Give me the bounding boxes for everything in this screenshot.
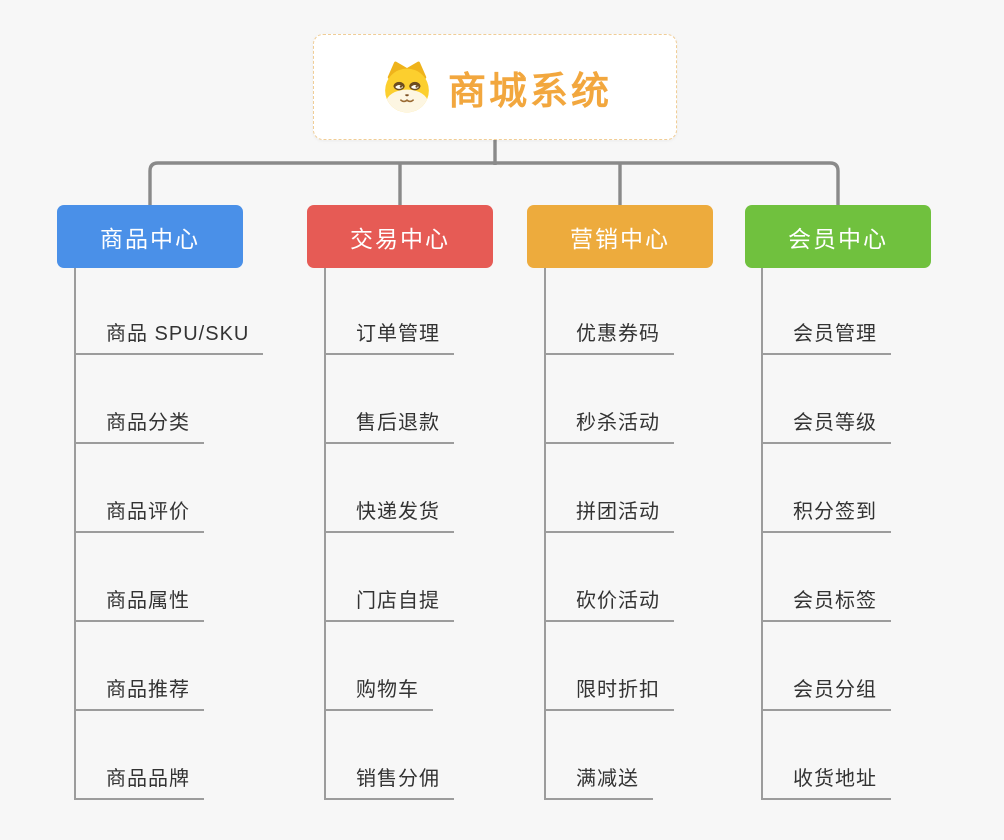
leaf-node[interactable]: 会员管理 — [763, 268, 891, 355]
leaf-node[interactable]: 满减送 — [546, 711, 653, 800]
leaf-label: 砍价活动 — [576, 590, 660, 612]
leaf-node[interactable]: 限时折扣 — [546, 622, 674, 711]
leaf-label: 商品 SPU/SKU — [106, 323, 250, 345]
leaf-label: 购物车 — [356, 679, 419, 701]
branch-children-member-center: 会员管理 会员等级 积分签到 会员标签 会员分组 收货地址 — [761, 268, 891, 800]
branch-label: 营销中心 — [570, 225, 670, 252]
branch-label: 会员中心 — [788, 225, 888, 252]
leaf-label: 收货地址 — [793, 768, 877, 790]
leaf-label: 商品品牌 — [106, 768, 190, 790]
leaf-node[interactable]: 商品品牌 — [76, 711, 204, 800]
leaf-node[interactable]: 商品推荐 — [76, 622, 204, 711]
leaf-node[interactable]: 售后退款 — [326, 355, 454, 444]
leaf-label: 会员分组 — [793, 679, 877, 701]
leaf-label: 会员等级 — [793, 412, 877, 434]
branch-children-marketing-center: 优惠券码 秒杀活动 拼团活动 砍价活动 限时折扣 满减送 — [544, 268, 674, 800]
root-title: 商城系统 — [447, 70, 612, 113]
leaf-label: 商品推荐 — [106, 679, 190, 701]
leaf-label: 会员标签 — [793, 590, 877, 612]
branch-children-trade-center: 订单管理 售后退款 快递发货 门店自提 购物车 销售分佣 — [324, 268, 454, 800]
branch-label: 交易中心 — [350, 225, 450, 252]
root-node[interactable]: 商城系统 — [313, 34, 677, 140]
leaf-node[interactable]: 快递发货 — [326, 444, 454, 533]
leaf-label: 门店自提 — [356, 590, 440, 612]
leaf-label: 优惠券码 — [576, 323, 660, 345]
branch-node-member-center[interactable]: 会员中心 — [745, 205, 931, 268]
leaf-label: 商品评价 — [106, 501, 190, 523]
leaf-label: 售后退款 — [356, 412, 440, 434]
leaf-node[interactable]: 优惠券码 — [546, 268, 674, 355]
leaf-label: 商品属性 — [106, 590, 190, 612]
leaf-node[interactable]: 商品分类 — [76, 355, 204, 444]
branch-children-product-center: 商品 SPU/SKU 商品分类 商品评价 商品属性 商品推荐 商品品牌 — [74, 268, 264, 800]
doge-face-icon — [385, 61, 429, 113]
leaf-label: 销售分佣 — [356, 768, 440, 790]
leaf-node[interactable]: 商品 SPU/SKU — [76, 268, 264, 355]
leaf-node[interactable]: 会员等级 — [763, 355, 891, 444]
leaf-node[interactable]: 购物车 — [326, 622, 433, 711]
leaf-node[interactable]: 订单管理 — [326, 268, 454, 355]
leaf-label: 秒杀活动 — [576, 412, 660, 434]
leaf-node[interactable]: 秒杀活动 — [546, 355, 674, 444]
leaf-node[interactable]: 会员分组 — [763, 622, 891, 711]
leaf-node[interactable]: 销售分佣 — [326, 711, 454, 800]
branch-node-trade-center[interactable]: 交易中心 — [307, 205, 493, 268]
branch-node-marketing-center[interactable]: 营销中心 — [527, 205, 713, 268]
branch-label: 商品中心 — [100, 225, 200, 252]
leaf-label: 限时折扣 — [576, 679, 660, 701]
leaf-node[interactable]: 积分签到 — [763, 444, 891, 533]
leaf-label: 拼团活动 — [576, 501, 660, 523]
leaf-node[interactable]: 商品评价 — [76, 444, 204, 533]
branch-node-product-center[interactable]: 商品中心 — [57, 205, 243, 268]
leaf-label: 会员管理 — [793, 323, 877, 345]
leaf-node[interactable]: 商品属性 — [76, 533, 204, 622]
leaf-node[interactable]: 拼团活动 — [546, 444, 674, 533]
leaf-label: 快递发货 — [356, 501, 440, 523]
leaf-label: 商品分类 — [106, 412, 190, 434]
leaf-label: 订单管理 — [356, 323, 440, 345]
leaf-node[interactable]: 门店自提 — [326, 533, 454, 622]
leaf-node[interactable]: 收货地址 — [763, 711, 891, 800]
leaf-node[interactable]: 砍价活动 — [546, 533, 674, 622]
leaf-node[interactable]: 会员标签 — [763, 533, 891, 622]
leaf-label: 积分签到 — [793, 501, 877, 523]
leaf-label: 满减送 — [576, 768, 639, 790]
